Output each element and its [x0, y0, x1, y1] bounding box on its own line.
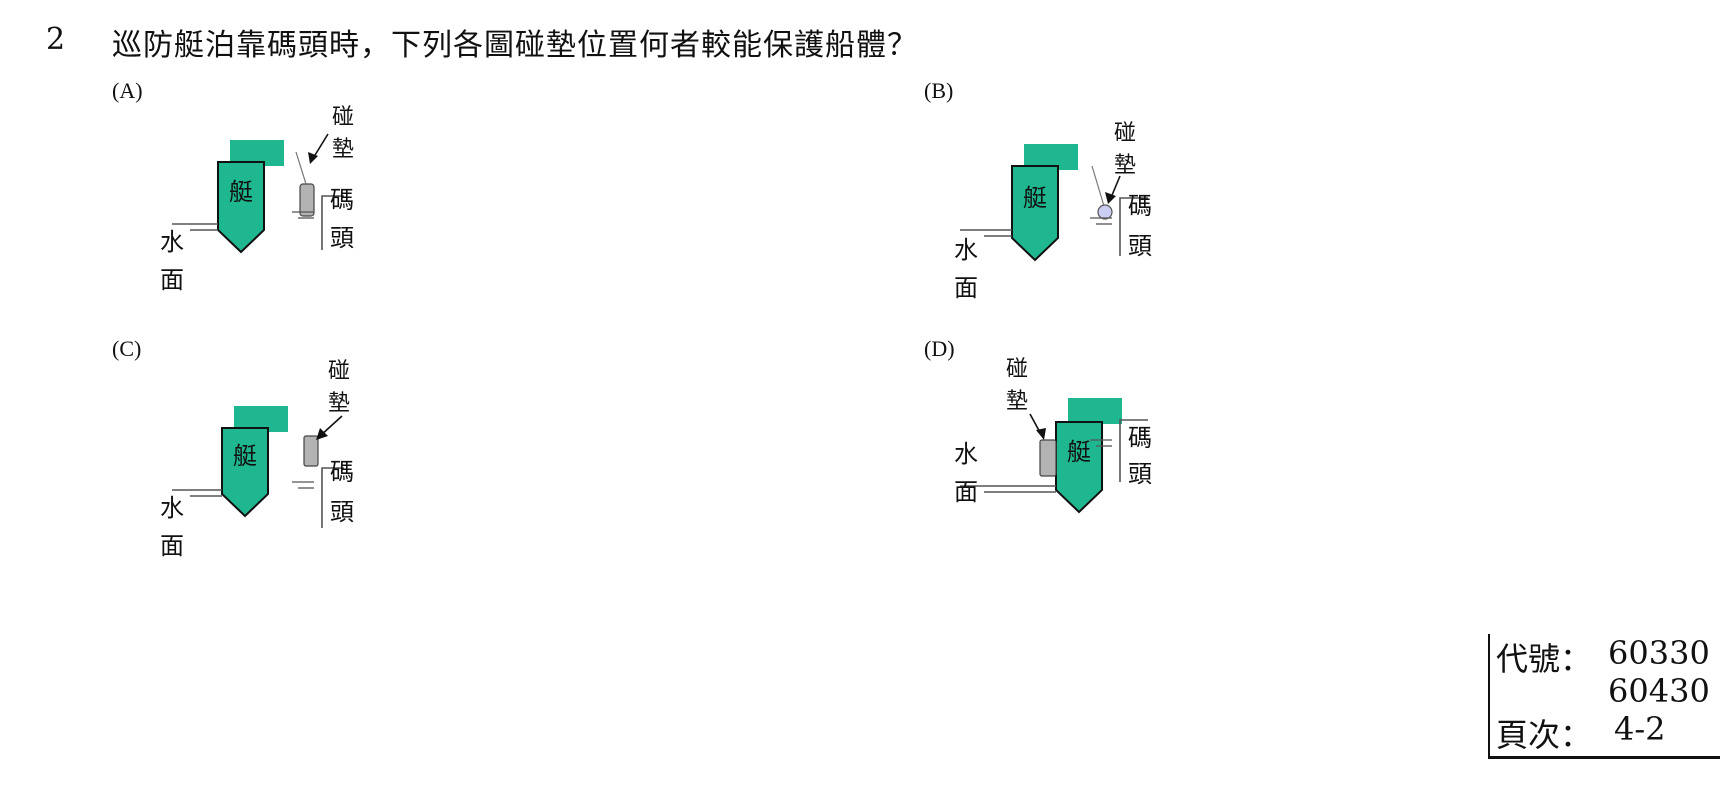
water-label-2: 面: [160, 266, 184, 294]
pier-label-1: 碼: [330, 458, 354, 486]
diagram-a: 艇 水 面 碰 墊 碼 頭: [150, 100, 470, 320]
boat-label: 艇: [233, 442, 257, 470]
fender-label-2: 墊: [332, 137, 354, 162]
fender-arrow-head: [308, 152, 318, 164]
fender-label-1: 碰: [328, 359, 350, 384]
diagram-b: 艇 水 面 碰 墊 碼 頭: [950, 106, 1270, 326]
pier-shape: [1119, 197, 1148, 256]
code-value-1: 60330: [1608, 634, 1710, 672]
pier-label-1: 碼: [1128, 424, 1152, 452]
water-label-1: 水: [160, 228, 184, 256]
fender-label-2: 墊: [328, 391, 350, 416]
hull-shape: [1055, 421, 1103, 514]
hull-shape: [217, 161, 265, 254]
diagram-d: 艇 碰 墊 水 面 碼 頭: [950, 352, 1270, 572]
hull-shape: [221, 427, 269, 518]
option-b-label: (B): [924, 78, 954, 103]
pier-label-1: 碼: [1128, 192, 1152, 220]
pier-shape: [321, 467, 344, 528]
pier-shape: [1119, 419, 1148, 482]
question-text: 巡防艇泊靠碼頭時，下列各圖碰墊位置何者較能保護船體？: [112, 28, 918, 63]
fender-rope: [295, 151, 307, 185]
pier-label-2: 頭: [330, 224, 354, 252]
page-label: 頁次：: [1496, 716, 1593, 754]
fender-arrow-head: [1105, 192, 1116, 204]
water-label-2: 面: [160, 532, 184, 560]
fender-rope: [1091, 165, 1105, 207]
pier-label-1: 碼: [330, 186, 354, 214]
hull-shape: [1011, 165, 1059, 262]
option-c-label: (C): [112, 336, 142, 361]
fender-label-1: 碰: [1114, 121, 1136, 146]
fender-arrow-head: [1036, 428, 1046, 440]
pier-shape: [321, 195, 344, 250]
pier-label-2: 頭: [330, 498, 354, 526]
code-value-2: 60430: [1608, 672, 1710, 710]
question-number: 2: [46, 22, 66, 57]
cabin-shape: [1068, 398, 1122, 424]
code-label: 代號：: [1496, 640, 1593, 678]
water-label-1: 水: [954, 236, 978, 264]
water-label-2: 面: [954, 478, 978, 506]
fender-shape: [303, 435, 319, 467]
fender-shape: [299, 183, 315, 217]
fender-arrow-head: [316, 428, 328, 440]
diagram-c: 艇 水 面 碰 墊 碼 頭: [150, 358, 470, 578]
water-label-1: 水: [954, 440, 978, 468]
water-label-2: 面: [954, 274, 978, 302]
fender-shape: [1039, 439, 1057, 477]
option-d-label: (D): [924, 336, 955, 361]
fender-label-1: 碰: [332, 105, 354, 130]
exam-code-box: 代號： 60330 60430 頁次： 4-2: [1488, 634, 1720, 759]
pier-label-2: 頭: [1128, 460, 1152, 488]
boat-label: 艇: [1023, 184, 1047, 212]
boat-label: 艇: [229, 178, 253, 206]
fender-label-2: 墊: [1006, 389, 1028, 414]
page-value: 4-2: [1614, 710, 1666, 748]
fender-shape: [1097, 204, 1113, 220]
fender-label-1: 碰: [1006, 357, 1028, 382]
boat-label: 艇: [1067, 438, 1091, 466]
option-a-label: (A): [112, 78, 143, 103]
pier-label-2: 頭: [1128, 232, 1152, 260]
fender-label-2: 墊: [1114, 153, 1136, 178]
water-label-1: 水: [160, 494, 184, 522]
